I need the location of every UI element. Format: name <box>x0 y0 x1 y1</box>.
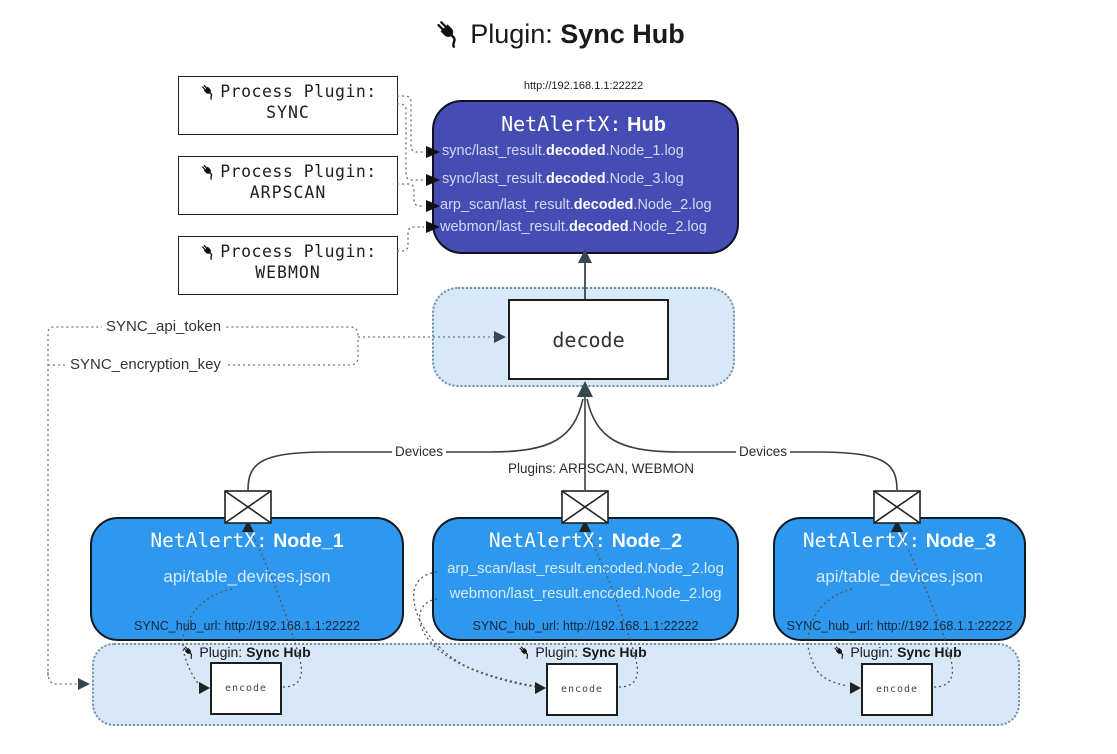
encode-box: encode <box>546 663 618 716</box>
encryption-key-label: SYNC_encryption_key <box>66 356 225 373</box>
log-pre: arp_scan/last_result. <box>440 197 574 213</box>
process-plugin-label: Process Plugin: <box>179 82 397 101</box>
encode-box: encode <box>861 663 933 716</box>
node-hub-url: SYNC_hub_url: http://192.168.1.1:22222 <box>472 619 699 633</box>
edge-webmon-log <box>397 226 424 252</box>
encoder-label: Plugin: Sync Hub <box>497 644 667 660</box>
log-post: .Node_1.log <box>605 143 684 159</box>
edge-arpscan-log <box>397 183 424 207</box>
plug-icon <box>199 242 218 261</box>
encode-box: encode <box>210 662 282 715</box>
node-box-node3: NetAlertX: Node_3 api/table_devices.json… <box>773 517 1026 641</box>
page-title: Plugin: Sync Hub <box>0 16 1117 50</box>
process-plugin-name: WEBMON <box>255 263 321 282</box>
node-title: NetAlertX: Node_1 <box>92 529 402 553</box>
node-title: NetAlertX: Node_2 <box>434 529 737 553</box>
hub-box <box>432 100 739 254</box>
node-file: api/table_devices.json <box>815 567 984 586</box>
node-title-prefix: NetAlertX: <box>488 529 607 552</box>
edge-sync-log2 <box>397 103 424 181</box>
log-bold: decoded <box>573 197 634 213</box>
api-token-label: SYNC_api_token <box>102 318 226 335</box>
hub-log-line: arp_scan/last_result.decoded.Node_2.log <box>440 197 730 213</box>
plug-icon <box>517 644 533 660</box>
log-post: .Node_3.log <box>605 171 684 187</box>
node-hub-url: SYNC_hub_url: http://192.168.1.1:22222 <box>134 619 360 633</box>
node-box-node1: NetAlertX: Node_1 api/table_devices.json… <box>90 517 404 641</box>
encoder-prefix: Plugin: <box>199 644 243 660</box>
hub-log-line: webmon/last_result.decoded.Node_2.log <box>440 219 730 235</box>
node-file: api/table_devices.json <box>163 567 331 586</box>
log-pre: webmon/last_result. <box>440 219 569 235</box>
plug-icon <box>199 82 218 101</box>
hub-log-line: sync/last_result.decoded.Node_1.log <box>442 143 732 159</box>
encoder-label: Plugin: Sync Hub <box>812 644 982 660</box>
process-plugin-box-sync: Process Plugin: SYNC <box>178 76 398 135</box>
plug-icon <box>432 16 466 50</box>
node-box-node2: NetAlertX: Node_2 arp_scan/last_result.e… <box>432 517 739 641</box>
encoder-name: Sync Hub <box>246 644 311 660</box>
node-title-name: Node_1 <box>273 530 344 552</box>
node-title: NetAlertX: Node_3 <box>775 529 1024 553</box>
node-file: webmon/last_result.encoded.Node_2.log <box>449 585 722 602</box>
title-name: Sync Hub <box>560 19 685 49</box>
node-title-name: Node_2 <box>611 530 683 552</box>
process-plugin-label: Process Plugin: <box>179 162 397 181</box>
hub-title-prefix: NetAlertX: <box>501 112 622 136</box>
encoder-name: Sync Hub <box>582 644 647 660</box>
edge-sync-log1 <box>397 95 424 153</box>
hub-title: NetAlertX: Hub <box>432 112 735 137</box>
log-post: .Node_2.log <box>628 219 707 235</box>
node-title-name: Node_3 <box>925 530 997 552</box>
process-plugin-name: ARPSCAN <box>249 183 327 202</box>
hub-url-label: http://192.168.1.1:22222 <box>523 80 644 92</box>
process-plugin-box-arpscan: Process Plugin: ARPSCAN <box>178 156 398 215</box>
encoder-label: Plugin: Sync Hub <box>161 644 331 660</box>
devices-label-left: Devices <box>392 444 447 459</box>
edge-keys-to-encoders <box>47 671 78 685</box>
plug-icon <box>199 162 218 181</box>
log-pre: sync/last_result. <box>442 171 546 187</box>
log-bold: decoded <box>568 219 629 235</box>
process-plugin-text: Process Plugin: <box>220 82 377 101</box>
node-title-prefix: NetAlertX: <box>150 529 268 552</box>
plugins-label-mid: Plugins: ARPSCAN, WEBMON <box>508 461 695 476</box>
log-post: .Node_2.log <box>633 197 712 213</box>
process-plugin-text: Process Plugin: <box>220 242 377 261</box>
devices-label-right: Devices <box>736 444 791 459</box>
process-plugin-label: Process Plugin: <box>179 242 397 261</box>
log-pre: sync/last_result. <box>442 143 546 159</box>
process-plugin-name: SYNC <box>266 103 310 122</box>
node-hub-url: SYNC_hub_url: http://192.168.1.1:22222 <box>786 619 1013 633</box>
process-plugin-text: Process Plugin: <box>220 162 377 181</box>
encoder-input-arrow <box>78 678 90 690</box>
hub-log-line: sync/last_result.decoded.Node_3.log <box>442 171 732 187</box>
node-file: arp_scan/last_result.encoded.Node_2.log <box>447 560 724 577</box>
hub-title-name: Hub <box>627 114 666 136</box>
plug-icon <box>181 644 197 660</box>
process-plugin-box-webmon: Process Plugin: WEBMON <box>178 236 398 295</box>
decode-box: decode <box>508 299 669 380</box>
node-title-prefix: NetAlertX: <box>802 529 921 552</box>
encoder-prefix: Plugin: <box>850 644 894 660</box>
log-bold: decoded <box>545 143 606 159</box>
plug-icon <box>832 644 848 660</box>
encoder-name: Sync Hub <box>897 644 962 660</box>
log-bold: decoded <box>545 171 606 187</box>
title-prefix: Plugin: <box>470 19 553 49</box>
encoder-prefix: Plugin: <box>535 644 579 660</box>
